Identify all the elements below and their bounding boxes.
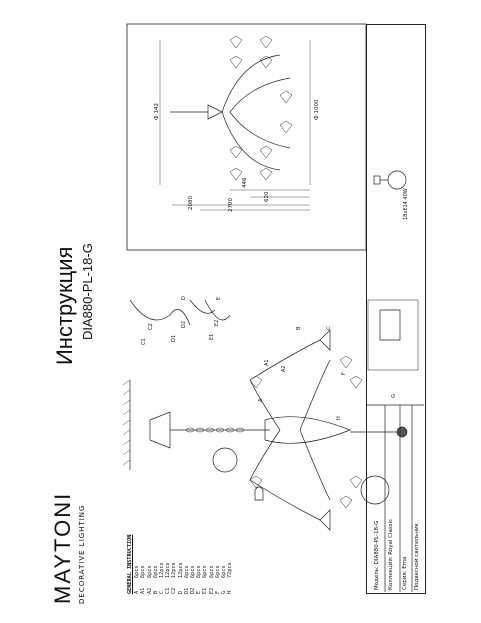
info-panel bbox=[366, 24, 426, 594]
part-callout-a2: A2 bbox=[281, 365, 287, 372]
series-info: Серия: Ema bbox=[402, 557, 408, 590]
model-label: Модель: bbox=[374, 566, 380, 590]
part-callout-f: F bbox=[341, 372, 347, 375]
part-callout-d: D bbox=[181, 296, 187, 300]
part-callout-h: H bbox=[336, 416, 342, 420]
bulb-spec: 18xE14 40W bbox=[403, 188, 409, 220]
type-info: Подвесной светильник bbox=[414, 523, 420, 590]
dim-d1: Ф 142 bbox=[154, 103, 160, 120]
part-callout-c: C bbox=[326, 326, 332, 330]
part-callout-d1: D1 bbox=[171, 335, 177, 342]
part-callout-a1: A1 bbox=[264, 359, 270, 366]
collection-label: Коллекция: bbox=[388, 556, 394, 591]
model-value: DIA880-PL-18-G bbox=[374, 520, 380, 565]
part-callout-c2: C2 bbox=[148, 323, 154, 330]
series-value: Ema bbox=[402, 556, 408, 569]
dim-h1: 446 bbox=[242, 177, 248, 188]
dim-d2: Ф 1000 bbox=[314, 99, 320, 120]
part-callout-e: E bbox=[216, 297, 222, 300]
dim-h2: 620 bbox=[264, 191, 270, 202]
collection-value: Royal Classic bbox=[388, 518, 394, 555]
part-callout-a: A bbox=[258, 398, 264, 402]
part-callout-c1: C1 bbox=[141, 338, 147, 345]
part-callout-e1: E1 bbox=[209, 334, 215, 340]
part-callout-d2: D2 bbox=[181, 321, 187, 328]
model-info: Модель: DIA880-PL-18-G bbox=[374, 521, 380, 591]
series-label: Серия: bbox=[402, 570, 408, 590]
collection-info: Коллекция: Royal Classic bbox=[388, 519, 394, 590]
dim-h3: 2080 bbox=[188, 196, 194, 210]
part-callout-g: G bbox=[391, 394, 397, 398]
part-callout-b: B bbox=[296, 326, 302, 330]
dim-h4: 2700 bbox=[228, 198, 234, 212]
part-callout-e2: E2 bbox=[214, 320, 220, 326]
